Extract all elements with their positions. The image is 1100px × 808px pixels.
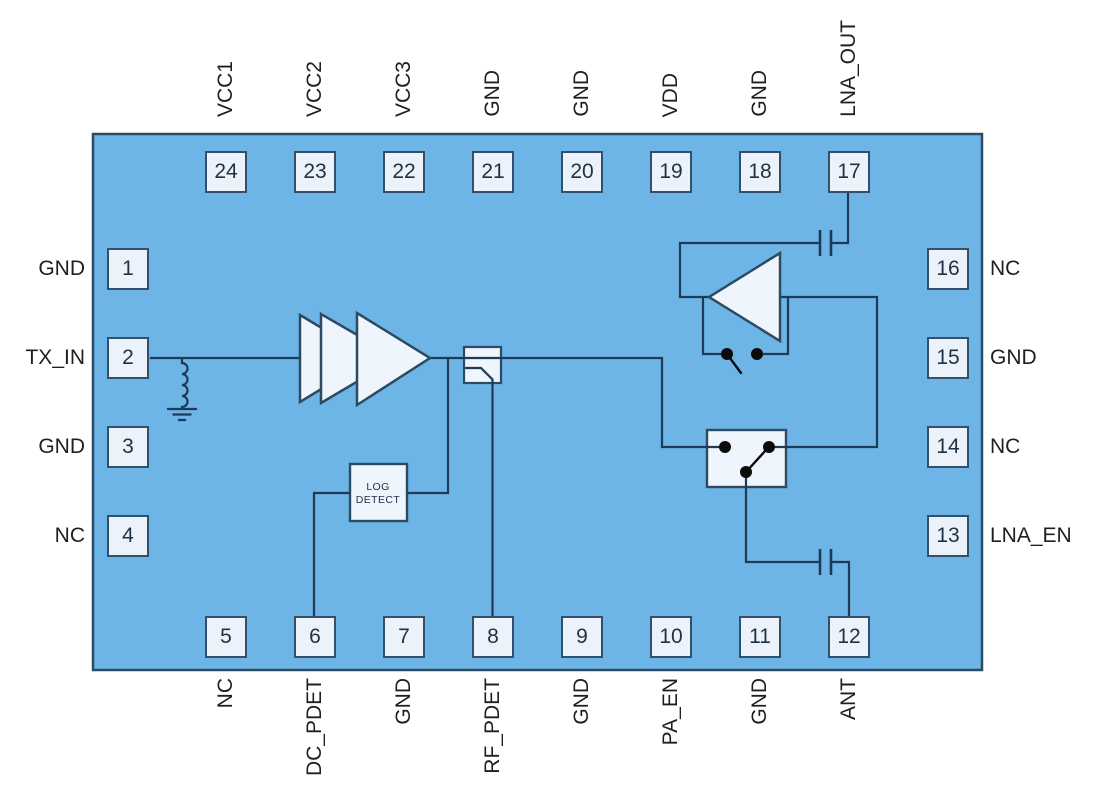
pin-number-2: 2 [107,337,149,379]
pin-label-3: GND [38,435,85,458]
pin-label-6: DC_PDET [303,678,326,777]
pin-number-17: 17 [828,151,870,193]
pin-label-22: VCC3 [392,60,415,117]
pin-label-24: VCC1 [214,60,237,117]
pin-number-22: 22 [383,151,425,193]
pin-label-4: NC [54,524,85,547]
pin-number-12: 12 [828,616,870,658]
pin-number-3: 3 [107,426,149,468]
bypass-lever [725,352,743,375]
pin-label-17: LNA_OUT [837,20,860,117]
switch-lever [744,448,768,474]
log-detect-label-line1: LOG [366,481,389,493]
ground-symbol [167,407,197,422]
pin-label-2: TX_IN [25,346,85,369]
pin-label-8: RF_PDET [481,678,504,774]
log-detector-box [348,462,409,523]
pin-number-4: 4 [107,515,149,557]
pin-label-21: GND [481,70,504,117]
chip-body [91,132,984,672]
pin-number-14: 14 [927,426,969,468]
pin-label-15: GND [990,346,1037,369]
pin-number-20: 20 [561,151,603,193]
pin-number-21: 21 [472,151,514,193]
pin-label-1: GND [38,257,85,280]
pin-number-5: 5 [205,616,247,658]
pin-number-10: 10 [650,616,692,658]
pin-label-16: NC [990,257,1021,280]
pin-number-23: 23 [294,151,336,193]
lna-output-wire [678,241,820,299]
pin-label-5: NC [214,678,237,709]
pin-label-12: ANT [837,678,860,720]
pin-label-10: PA_EN [659,678,682,746]
lna-triangle [706,250,782,344]
pin-number-8: 8 [472,616,514,658]
pin-number-19: 19 [650,151,692,193]
pin-number-18: 18 [739,151,781,193]
log-detect-tap-wire [407,358,450,495]
pin-label-11: GND [748,678,771,725]
pin-number-6: 6 [294,616,336,658]
pin-label-19: VDD [659,72,682,117]
pin-label-7: GND [392,678,415,725]
switch-to-lna-wire [769,295,879,449]
pa-stage3-triangle [355,310,433,408]
pin-label-9: GND [570,678,593,725]
lna-bypass-switch [721,348,763,375]
ant-wire [831,560,851,616]
shunt-inductor [180,358,189,409]
pin-number-24: 24 [205,151,247,193]
switch-contact-tx [719,441,731,453]
bypass-right-wire [757,297,790,356]
pin-number-7: 7 [383,616,425,658]
coupler-rf-pdet-wire [465,366,494,616]
bypass-left-wire [701,297,727,356]
dc-pdet-wire [312,491,350,616]
log-detect-label-line2: DETECT [356,494,401,506]
pin-number-15: 15 [927,337,969,379]
pin-number-1: 1 [107,248,149,290]
pin-label-13: LNA_EN [990,524,1072,547]
pin-number-16: 16 [927,248,969,290]
pin-label-20: GND [570,70,593,117]
pin-number-11: 11 [739,616,781,658]
lna-out-pin-wire [831,193,850,245]
antenna-switch [719,441,775,478]
pin-number-9: 9 [561,616,603,658]
pin-number-13: 13 [927,515,969,557]
pin-label-18: GND [748,70,771,117]
power-amplifier [298,310,433,408]
switch-common-wire [744,472,820,564]
bypass-contact-right [751,348,763,360]
directional-coupler-box [462,345,503,385]
pin-label-14: NC [990,435,1021,458]
pin-label-23: VCC2 [303,60,326,117]
